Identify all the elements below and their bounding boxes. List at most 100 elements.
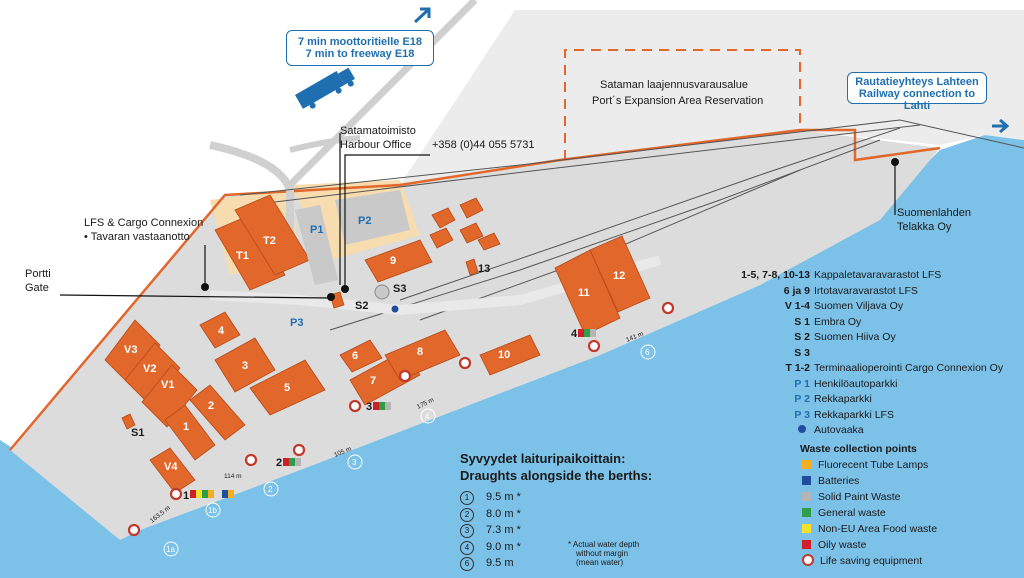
legend-key: P 3 — [794, 408, 810, 421]
note-line: (mean water) — [576, 558, 624, 567]
note-line: * Actual water depth — [568, 540, 640, 549]
life-rings — [127, 301, 675, 537]
b4-label: 4 — [218, 325, 225, 337]
freeway-en: 7 min to freeway E18 — [305, 48, 415, 60]
draught-title-fi: Syvyydet laituripaikoittain: — [460, 451, 626, 466]
legend-key: S 1 — [794, 315, 810, 328]
p1-area — [295, 205, 338, 285]
scale-dot-icon — [798, 425, 806, 433]
waste-title: Waste collection points — [800, 442, 917, 455]
waste-point-4: 4 — [571, 328, 578, 340]
v1-label: V1 — [161, 379, 174, 391]
legend-text: Kappaletavaravarastot LFS — [814, 269, 942, 281]
lifebuoy-icon — [802, 553, 814, 566]
legend-text: Rekkaparkki — [814, 393, 872, 405]
legend-key: V 1-4 — [784, 300, 810, 312]
b7-label: 7 — [370, 375, 376, 387]
legend-key: T 1-2 — [785, 362, 810, 374]
road-east — [289, 135, 361, 153]
s3-tank — [374, 284, 390, 300]
freeway-box: 7 min moottoritielle E18 7 min to freewa… — [286, 30, 434, 66]
telakka-line1: Suomenlahden — [897, 207, 971, 219]
waste-row: Fluorecent Tube Lamps — [740, 457, 1024, 473]
battery-swatch-icon — [802, 475, 811, 485]
legend-key: S 3 — [794, 346, 810, 359]
sea — [0, 135, 1024, 578]
gate-en: Gate — [25, 282, 49, 294]
gate-fi: Portti — [25, 268, 51, 280]
legend: 1-5, 7-8, 10-13 Kappaletavaravarastot LFS… — [740, 268, 1024, 569]
berth-2: 2 — [268, 485, 273, 494]
b12-label: 12 — [613, 270, 625, 282]
expansion-land — [400, 10, 1024, 185]
waste-row: Non-EU Area Food waste — [740, 521, 1024, 537]
buildings-group — [104, 194, 651, 494]
general-swatch-icon — [802, 507, 811, 517]
harbour-office-phone: +358 (0)44 055 5731 — [432, 139, 534, 151]
lfs-cargo-title: LFS & Cargo Connexion — [84, 217, 203, 229]
expansion-en: Port´s Expansion Area Reservation — [592, 95, 763, 107]
b6-label: 6 — [352, 350, 358, 362]
expansion-boundary — [564, 49, 801, 160]
pointer-lines — [59, 133, 896, 299]
waste-row: Oily waste — [740, 537, 1024, 553]
waste-row: Solid Paint Waste — [740, 489, 1024, 505]
t2-label: T2 — [263, 235, 276, 247]
expansion-fi: Sataman laajennusvarausalue — [600, 79, 748, 91]
b11-label: 11 — [578, 287, 590, 299]
freeway-fi: 7 min moottoritielle E18 — [297, 36, 423, 48]
waste-row: General waste — [740, 505, 1024, 521]
harbour-office-fi: Satamatoimisto — [340, 125, 416, 137]
v4-label: V4 — [164, 461, 178, 473]
paint-swatch-icon — [802, 491, 811, 501]
measure-2: 114 m — [224, 473, 242, 480]
legend-scale: Autovaaka — [740, 423, 1024, 439]
v3-label: V3 — [124, 344, 137, 356]
waste-row: Batteries — [740, 473, 1024, 489]
road-north — [287, 0, 478, 188]
legend-scale-text: Autovaaka — [814, 424, 864, 436]
berth-1a: 1a — [166, 545, 175, 554]
b8-label: 8 — [417, 346, 423, 358]
waste-point-2: 2 — [276, 457, 282, 469]
b13-label: 13 — [478, 263, 490, 275]
p3-label: P3 — [290, 317, 303, 329]
v2-label: V2 — [143, 363, 156, 375]
legend-text: Embra Oy — [814, 315, 862, 328]
waste-point-3: 3 — [366, 401, 372, 413]
harbour-office-en: Harbour Office — [340, 139, 411, 151]
arrow-northeast-icon — [413, 7, 431, 24]
s2-label: S2 — [355, 300, 368, 312]
legend-text: Suomen Hiiva Oy — [814, 331, 896, 343]
note-line: without margin — [576, 549, 629, 558]
b10-label: 10 — [498, 349, 510, 361]
railway-box: Rautatieyhteys Lahteen Railway connectio… — [847, 72, 987, 112]
lfs-cargo-receive: • Tavaran vastaanotto — [84, 231, 190, 243]
draught-note: * Actual water depth without margin (mea… — [568, 540, 639, 567]
legend-row: 1-5, 7-8, 10-13 Kappaletavaravarastot LFS — [740, 268, 1024, 284]
railway-fi: Rautatieyhteys Lahteen — [855, 76, 979, 88]
p1-label: P1 — [310, 224, 323, 236]
legend-key: 1-5, 7-8, 10-13 — [741, 269, 810, 281]
legend-key: 6 ja 9 — [783, 284, 810, 297]
legend-text: Rekkaparkki LFS — [814, 408, 894, 421]
p2-area — [335, 190, 410, 245]
legend-row: S 3 — [740, 346, 1024, 362]
berth-4: 4 — [425, 412, 430, 421]
s1-label: S1 — [131, 427, 144, 439]
b1-label: 1 — [183, 421, 189, 433]
t1-label: T1 — [236, 250, 249, 262]
berth-6: 6 — [645, 348, 650, 357]
b5-label: 5 — [284, 382, 290, 394]
legend-text: Henkilöautoparkki — [814, 377, 898, 390]
